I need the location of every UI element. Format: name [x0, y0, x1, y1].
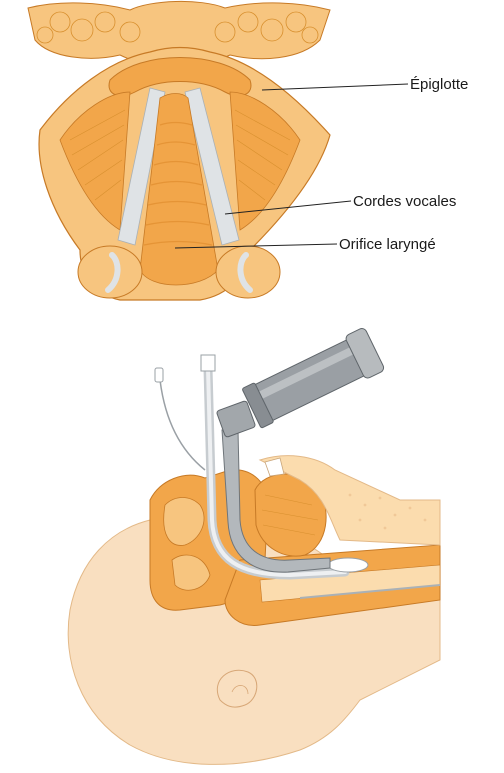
pilot-line [160, 380, 205, 470]
label-orifice-larynge: Orifice laryngé [339, 236, 436, 254]
laryngoscope-handle [241, 327, 385, 430]
tube-connector [201, 355, 215, 371]
larynx-view [28, 1, 408, 300]
label-epiglotte: Épiglotte [410, 76, 468, 94]
label-cordes-vocales: Cordes vocales [353, 193, 456, 211]
leader-epiglotte [262, 84, 408, 90]
pilot-balloon [155, 368, 163, 382]
tube-cuff [328, 558, 368, 572]
intubation-view [68, 327, 440, 765]
